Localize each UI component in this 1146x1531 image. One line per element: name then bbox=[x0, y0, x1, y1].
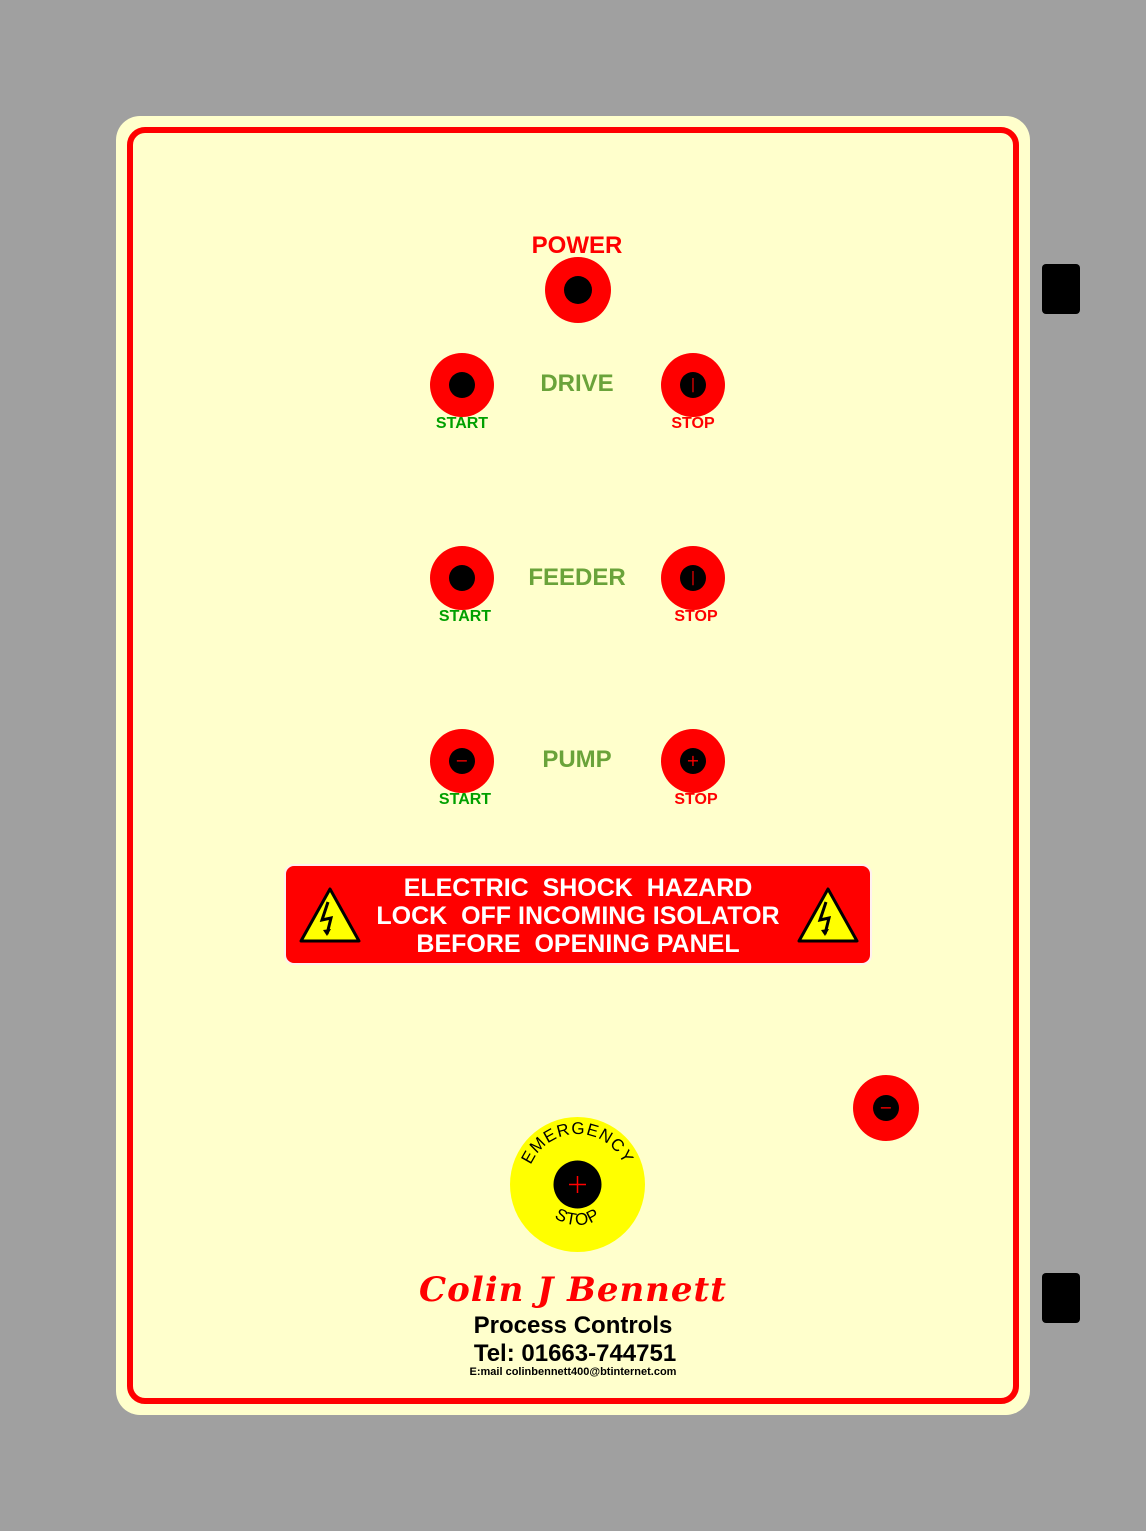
pump-stop-button[interactable]: + bbox=[661, 729, 725, 793]
stop-mark-icon: | bbox=[690, 570, 696, 586]
emergency-text: EMERGENCY bbox=[517, 1119, 636, 1167]
feeder-label: FEEDER bbox=[528, 564, 626, 591]
drive-start-core bbox=[449, 372, 475, 398]
warning-line-3: BEFORE OPENING PANEL bbox=[416, 930, 740, 958]
minus-icon: − bbox=[879, 1098, 893, 1117]
brand-telephone: Tel: 01663-744751 bbox=[473, 1340, 677, 1367]
feeder-stop-label: STOP bbox=[674, 608, 718, 625]
pump-stop-core bbox=[680, 748, 706, 774]
side-indicator-button[interactable]: − bbox=[853, 1075, 919, 1141]
plus-icon: + bbox=[686, 751, 700, 770]
emergency-stop-button[interactable]: EMERGENCY STOP bbox=[510, 1117, 645, 1252]
drive-stop-label: STOP bbox=[671, 415, 715, 432]
power-indicator-core bbox=[564, 276, 592, 304]
emergency-stop-ring: EMERGENCY STOP bbox=[517, 1119, 637, 1230]
pump-start-button[interactable]: − bbox=[430, 729, 494, 793]
hinge-top bbox=[1042, 264, 1080, 314]
feeder-start-core bbox=[449, 565, 475, 591]
warning-line-2: LOCK OFF INCOMING ISOLATOR bbox=[376, 902, 780, 930]
feeder-stop-button[interactable]: | bbox=[661, 546, 725, 610]
electric-hazard-triangle-icon bbox=[797, 887, 859, 943]
feeder-start-button[interactable] bbox=[430, 546, 494, 610]
brand-name: Colin J Bennett bbox=[419, 1270, 727, 1310]
drive-stop-core bbox=[680, 372, 706, 398]
feeder-start-label: START bbox=[438, 608, 492, 625]
side-indicator-core bbox=[873, 1095, 899, 1121]
pump-start-label: START bbox=[438, 791, 492, 808]
power-indicator-button[interactable] bbox=[545, 257, 611, 323]
brand-subtitle: Process Controls bbox=[473, 1312, 673, 1339]
power-label: POWER bbox=[531, 232, 623, 259]
svg-text:EMERGENCY: EMERGENCY bbox=[517, 1119, 637, 1167]
drive-label: DRIVE bbox=[540, 370, 614, 397]
brand-email: E:mail colinbennett400@btinternet.com bbox=[469, 1366, 677, 1378]
feeder-stop-core bbox=[680, 565, 706, 591]
pump-stop-label: STOP bbox=[674, 791, 718, 808]
drive-start-label: START bbox=[435, 415, 489, 432]
warning-line-1: ELECTRIC SHOCK HAZARD bbox=[403, 874, 753, 902]
pump-start-core bbox=[449, 748, 475, 774]
minus-icon: − bbox=[455, 751, 469, 770]
drive-stop-button[interactable]: | bbox=[661, 353, 725, 417]
pump-label: PUMP bbox=[542, 746, 612, 773]
drive-start-button[interactable] bbox=[430, 353, 494, 417]
electric-shock-warning-label: ELECTRIC SHOCK HAZARD LOCK OFF INCOMING … bbox=[284, 864, 872, 965]
electric-hazard-triangle-icon bbox=[299, 887, 361, 943]
hinge-bottom bbox=[1042, 1273, 1080, 1323]
stop-mark-icon: | bbox=[690, 377, 696, 393]
panel-red-border bbox=[127, 127, 1019, 1404]
